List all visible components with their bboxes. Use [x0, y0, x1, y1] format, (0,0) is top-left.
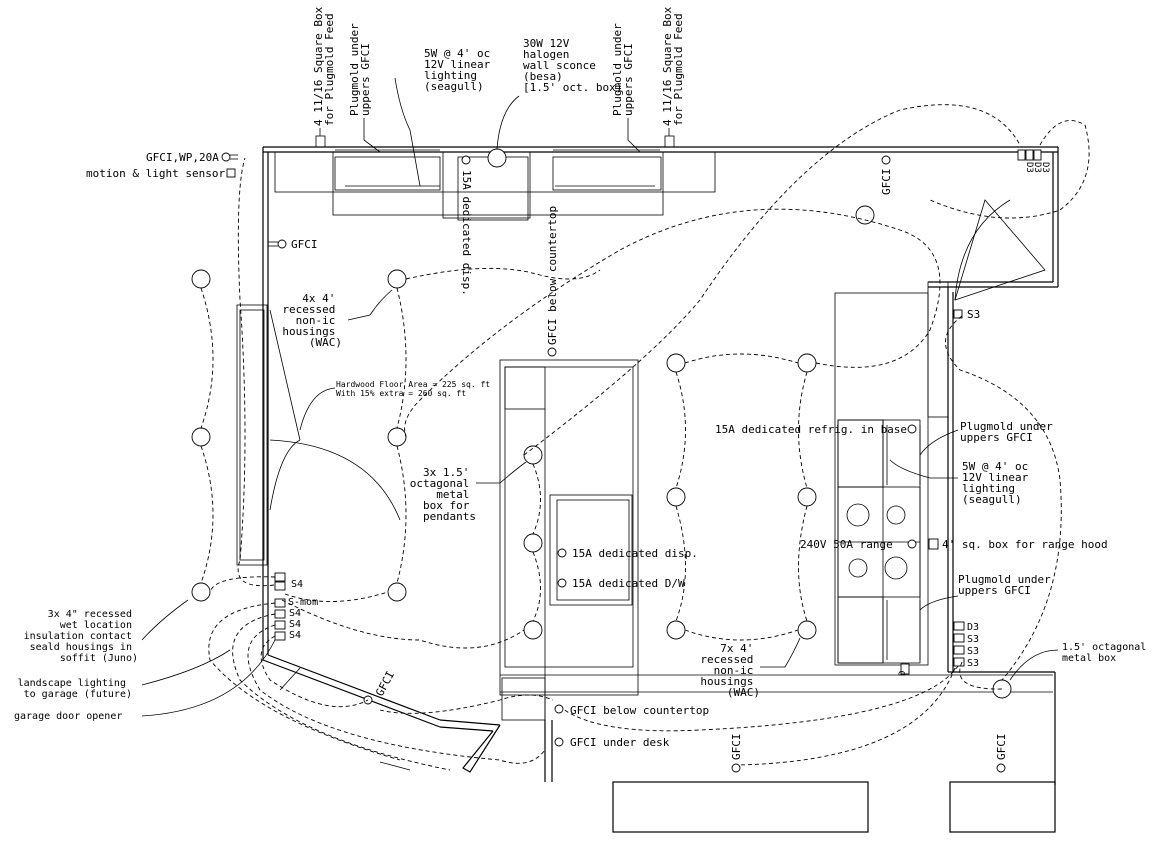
label-recessed-4x: 4x 4' recessed non-ic housings (WAC): [282, 292, 342, 349]
label-motion-sensor: motion & light sensor: [86, 167, 225, 180]
label-switch-d3-1: D3: [1024, 162, 1034, 173]
label-switch-r-2: S3: [967, 634, 979, 645]
label-switch-r-1: D3: [967, 622, 979, 633]
label-s-mom: S-mom: [288, 597, 318, 608]
label-switch-r-3: S3: [967, 646, 979, 657]
label-gfci-top-right: GFCI: [880, 169, 893, 196]
label-garage-opener: garage door opener: [14, 711, 122, 722]
label-d: D: [898, 671, 908, 676]
label-switch-s4-3: S4: [289, 630, 301, 641]
label-octagonal-pendants: 3x 1.5' octagonal metal box for pendants: [410, 466, 476, 523]
label-plugmold-right-1: Plugmold under uppers GFCI: [960, 420, 1059, 444]
label-gfci-below-countertop: GFCI below countertop: [570, 704, 709, 717]
label-s3-upper: S3: [967, 308, 980, 321]
label-gfci-bottom-mid: GFCI: [730, 734, 743, 761]
label-switch-d3-2: D3: [1032, 162, 1042, 173]
casework: [236, 151, 1046, 771]
label-switch-d3-3: D3: [1040, 162, 1050, 173]
outlets: [221, 152, 1006, 773]
label-dedicated-disp: 15A dedicated disp.: [572, 547, 698, 560]
light-fixtures: [191, 148, 1012, 699]
label-gfci-under-desk: GFCI under desk: [570, 736, 670, 749]
label-dedicated-dw: 15A dedicated D/W: [572, 577, 685, 590]
annotations: 4 11/16 Square Box for Plugmold Feed Plu…: [14, 0, 1152, 761]
leader-lines: [141, 77, 1059, 717]
label-plugmold-right-2: Plugmold under uppers GFCI: [958, 573, 1057, 597]
label-hardwood-area: Hardwood Floor Area = 225 sq. ft With 15…: [336, 380, 495, 398]
label-switch-s4-1: S4: [289, 608, 301, 619]
label-linear-lighting-top: 5W @ 4' oc 12V linear lighting (seagull): [424, 47, 497, 93]
label-switch-s4-2: S4: [289, 619, 301, 630]
label-recessed-wet: 3x 4" recessed wet location insulation c…: [24, 609, 138, 664]
label-octagonal-box: 1.5' octagonal metal box: [1062, 642, 1152, 664]
label-landscape: landscape lighting to garage (future): [18, 678, 132, 700]
label-plugmold-left: Plugmold under uppers GFCI: [348, 17, 372, 116]
label-gfci-wp: GFCI,WP,20A: [146, 151, 219, 164]
label-gfci-bottom-left: GFCI: [373, 669, 397, 699]
label-halogen-sconce: 30W 12V halogen wall sconce (besa) [1.5'…: [523, 37, 622, 94]
label-sq-box-feed-right: 4 11/16 Square Box for Plugmold Feed: [661, 0, 685, 126]
boxes: [315, 135, 939, 675]
label-dedicated-disp-vertical: 15A dedicated disp.: [460, 170, 473, 296]
label-gfci-below-countertop-vertical: GFCI below countertop: [546, 206, 559, 345]
label-gfci-bottom-right: GFCI: [995, 734, 1008, 761]
label-switch-s4-4: S4: [291, 579, 303, 590]
label-range: 240V 50A range: [800, 538, 893, 551]
wiring-runs: [200, 104, 1090, 771]
label-refrig: 15A dedicated refrig. in base: [715, 423, 907, 436]
label-plugmold-right: Plugmold under uppers GFCI: [611, 17, 635, 116]
label-range-hood-box: 4' sq. box for range hood: [942, 538, 1108, 551]
label-linear-lighting-right: 5W @ 4' oc 12V linear lighting (seagull): [962, 460, 1035, 506]
label-switch-r-4: S3: [967, 658, 979, 669]
label-sq-box-feed-left: 4 11/16 Square Box for Plugmold Feed: [312, 0, 336, 126]
label-recessed-7x: 7x 4' recessed non-ic housings (WAC): [700, 642, 760, 699]
range: [846, 503, 908, 580]
label-gfci-left-wall: GFCI: [291, 238, 318, 251]
